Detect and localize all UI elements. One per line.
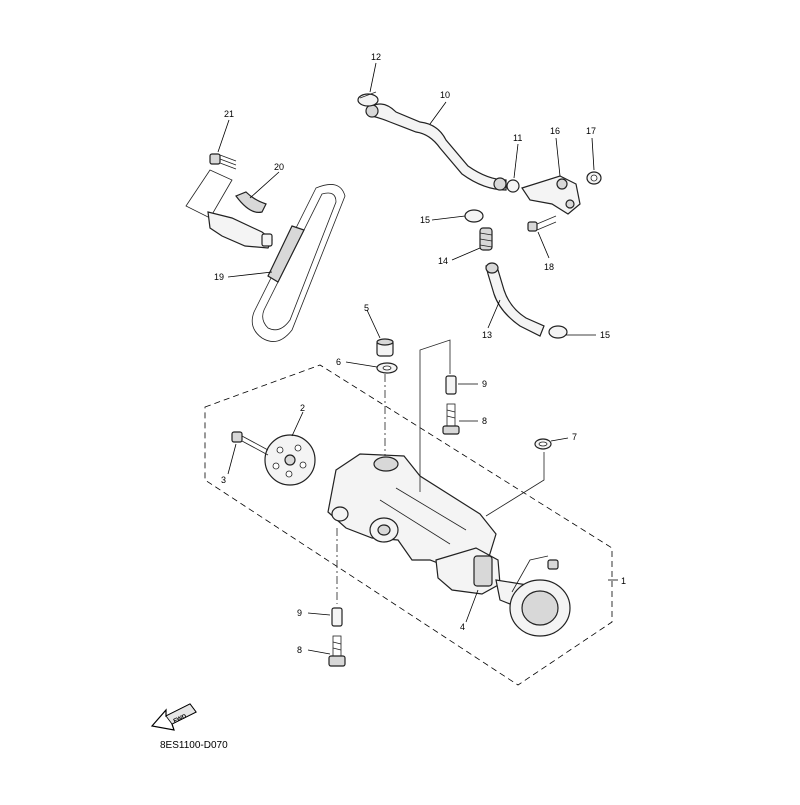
callout-19: 19 bbox=[214, 272, 224, 282]
fwd-arrow-icon: FWD bbox=[150, 703, 197, 731]
diagram-code: 8ES1100-D070 bbox=[160, 740, 228, 751]
callout-20: 20 bbox=[274, 162, 284, 172]
oil-strainer bbox=[435, 547, 571, 637]
o-ring-7 bbox=[534, 438, 552, 450]
dowel-pin-9-lower bbox=[331, 607, 343, 627]
union-fitting bbox=[521, 175, 581, 215]
pump-sprocket bbox=[264, 434, 316, 486]
sprocket-bolt-3 bbox=[231, 431, 269, 456]
callout-7: 7 bbox=[572, 432, 577, 442]
collar-5 bbox=[376, 338, 394, 357]
center-lines bbox=[336, 339, 545, 604]
bolt-18 bbox=[527, 215, 557, 232]
spring-14 bbox=[479, 227, 493, 251]
hose-clamp-15-upper bbox=[464, 209, 484, 223]
bolt-8-upper bbox=[442, 403, 460, 435]
callout-10: 10 bbox=[440, 90, 450, 100]
leader-lines bbox=[217, 62, 618, 655]
callout-3: 3 bbox=[221, 475, 226, 485]
upper-oil-pipe bbox=[365, 103, 507, 191]
assembly-outline bbox=[204, 364, 613, 686]
fwd-label: FWD bbox=[173, 713, 189, 724]
o-ring-17 bbox=[586, 171, 602, 185]
callout-11: 11 bbox=[513, 133, 522, 143]
callout-5: 5 bbox=[364, 303, 369, 313]
callout-8-lower: 8 bbox=[297, 645, 302, 655]
hose-clamp-15-lower bbox=[548, 325, 568, 339]
callout-16: 16 bbox=[550, 126, 560, 136]
chain-guide bbox=[185, 169, 273, 249]
callout-1: 1 bbox=[621, 576, 626, 586]
callout-2: 2 bbox=[300, 403, 305, 413]
callout-15-lower: 15 bbox=[600, 330, 610, 340]
callout-13: 13 bbox=[482, 330, 492, 340]
callout-21: 21 bbox=[224, 109, 234, 119]
callout-17: 17 bbox=[586, 126, 596, 136]
dowel-pin-9-upper bbox=[445, 375, 457, 395]
callout-labels: 12 10 11 16 17 15 14 18 13 15 21 20 19 5… bbox=[214, 52, 626, 655]
callout-6: 6 bbox=[336, 357, 341, 367]
callout-9-lower: 9 bbox=[297, 608, 302, 618]
guide-bolt bbox=[209, 153, 237, 170]
oil-hose-13 bbox=[485, 262, 545, 337]
drive-chain bbox=[251, 184, 346, 342]
callout-9-upper: 9 bbox=[482, 379, 487, 389]
clip-11 bbox=[506, 179, 520, 193]
callout-14: 14 bbox=[438, 256, 448, 266]
callout-15-upper: 15 bbox=[420, 215, 430, 225]
callout-8-upper: 8 bbox=[482, 416, 487, 426]
washer-6 bbox=[376, 362, 398, 374]
callout-18: 18 bbox=[544, 262, 554, 272]
callout-4: 4 bbox=[460, 622, 465, 632]
hose-clamp-12 bbox=[357, 91, 379, 107]
callout-12: 12 bbox=[371, 52, 381, 62]
bolt-8-lower bbox=[328, 635, 346, 667]
